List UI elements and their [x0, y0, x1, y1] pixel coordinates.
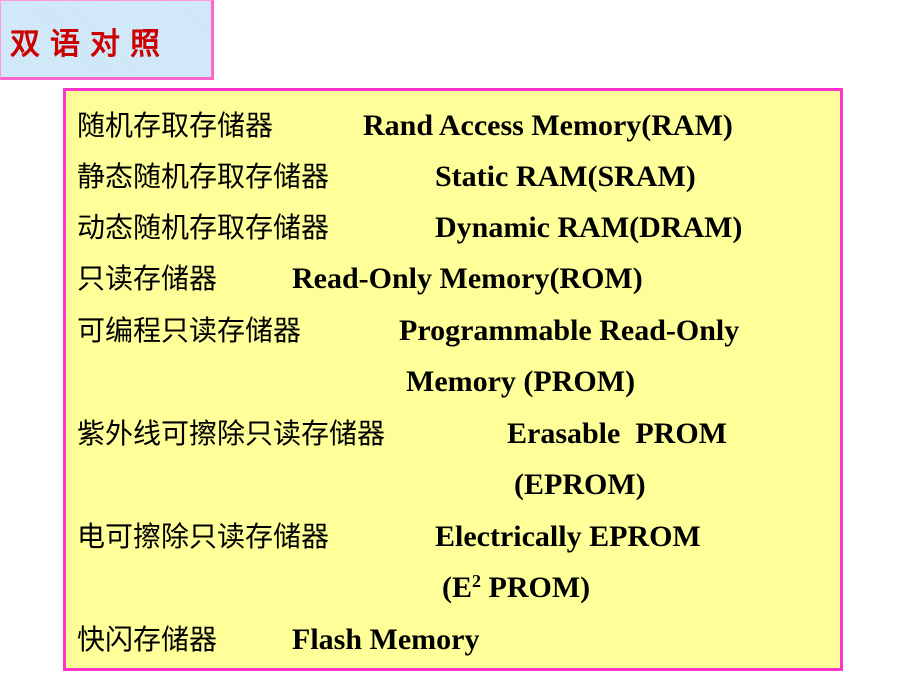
glossary-row: 紫外线可擦除只读存储器 Erasable PROM [66, 414, 836, 454]
glossary-row-continuation: (E2 PROM) [66, 568, 836, 608]
term-chinese: 只读存储器 [77, 262, 218, 295]
term-chinese: 紫外线可擦除只读存储器 [77, 417, 386, 450]
superscript-two: 2 [472, 571, 481, 591]
glossary-box: 随机存取存储器 Rand Access Memory(RAM) 静态随机存取存储… [63, 88, 843, 671]
e2prom-suffix: PROM) [481, 571, 591, 604]
term-english: Electrically EPROM [435, 520, 701, 553]
glossary-row: 电可擦除只读存储器 Electrically EPROM [66, 517, 836, 557]
term-english-continued: (EPROM) [514, 468, 646, 501]
term-english: Dynamic RAM(DRAM) [435, 211, 743, 244]
glossary-row: 只读存储器 Read-Only Memory(ROM) [66, 259, 836, 299]
term-chinese: 随机存取存储器 [77, 109, 274, 142]
glossary-row-continuation: (EPROM) [66, 465, 836, 505]
glossary-row: 静态随机存取存储器 Static RAM(SRAM) [66, 157, 836, 197]
glossary-row: 动态随机存取存储器 Dynamic RAM(DRAM) [66, 208, 836, 248]
glossary-row: 随机存取存储器 Rand Access Memory(RAM) [66, 106, 836, 146]
term-english: Rand Access Memory(RAM) [363, 109, 733, 142]
term-english: Read-Only Memory(ROM) [292, 262, 643, 295]
term-english-continued: (E2 PROM) [442, 568, 590, 608]
e2prom-prefix: (E [442, 571, 472, 604]
term-chinese: 电可擦除只读存储器 [77, 520, 330, 553]
glossary-row: 快闪存储器 Flash Memory [66, 620, 836, 660]
glossary-row-continuation: Memory (PROM) [66, 362, 836, 402]
term-chinese: 静态随机存取存储器 [77, 160, 330, 193]
slide-title: 双语对照 [10, 27, 170, 62]
term-chinese: 快闪存储器 [77, 623, 218, 656]
term-chinese: 动态随机存取存储器 [77, 211, 330, 244]
glossary-row: 可编程只读存储器 Programmable Read-Only [66, 311, 836, 351]
term-english: Erasable PROM [507, 417, 727, 450]
term-english: Flash Memory [292, 623, 480, 656]
term-english: Static RAM(SRAM) [435, 160, 696, 193]
term-chinese: 可编程只读存储器 [77, 314, 302, 347]
term-english-continued: Memory (PROM) [406, 365, 636, 398]
title-box: 双语对照 [0, 0, 214, 80]
term-english: Programmable Read-Only [399, 314, 740, 347]
